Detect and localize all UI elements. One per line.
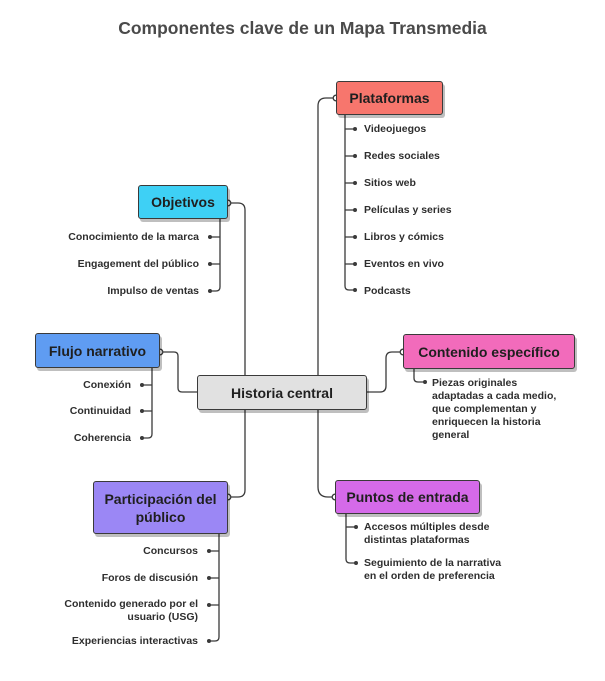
puntos-item: Seguimiento de la narrativa en el orden … (364, 557, 502, 582)
bullet-dot (208, 289, 212, 293)
participacion-item: Contenido generado por el usuario (USG) (64, 598, 198, 623)
bullet-dot (207, 576, 211, 580)
bullet-dot (208, 235, 212, 239)
plataformas-item: Podcasts (364, 285, 411, 297)
link-center-participacion (228, 410, 246, 498)
link-participacion-items (207, 534, 220, 642)
bullet-dot (207, 549, 211, 553)
bullet-dot (353, 181, 357, 185)
bullet-dot (423, 380, 427, 384)
bullet-dot (353, 208, 357, 212)
bullet-dot (354, 561, 358, 565)
plataformas-item: Videojuegos (364, 123, 427, 135)
link-puntos-items (345, 514, 356, 564)
participacion-item: Experiencias interactivas (71, 635, 198, 647)
bullet-dot (353, 127, 357, 131)
plataformas-item: Eventos en vivo (364, 258, 444, 270)
link-flujo-items (140, 368, 153, 439)
plataformas-node: Plataformas (336, 81, 443, 115)
participacion-item: Concursos (143, 545, 198, 557)
link-contenido-items (413, 369, 425, 383)
bullet-dot (140, 409, 144, 413)
link-objetivos-items (208, 219, 221, 292)
bullet-dot (353, 235, 357, 239)
contenido-node-label: Contenido específico (418, 343, 560, 360)
participacion-item: Foros de discusión (101, 572, 198, 584)
flujo-node: Flujo narrativo (35, 333, 160, 368)
plataformas-item: Redes sociales (364, 150, 440, 162)
contenido-item: Piezas originales adaptadas a cada medio… (432, 377, 557, 441)
center-node: Historia central (197, 375, 367, 410)
center-node-label: Historia central (231, 384, 333, 401)
plataformas-item: Películas y series (364, 204, 452, 216)
participacion-node: Participación del público (93, 481, 228, 534)
flujo-item: Coherencia (73, 432, 131, 444)
plataformas-node-label: Plataformas (349, 90, 430, 106)
flujo-item: Conexión (83, 379, 131, 391)
bullet-dot (207, 639, 211, 643)
puntos-item: Accesos múltiples desde distintas plataf… (364, 521, 490, 546)
contenido-node: Contenido específico (403, 334, 575, 369)
participacion-node-label: Participación del público (104, 490, 217, 525)
objetivos-item: Impulso de ventas (107, 285, 199, 297)
plataformas-item: Libros y cómics (364, 231, 444, 243)
bullet-dot (353, 288, 357, 292)
bullet-dot (354, 525, 358, 529)
bullet-dot (140, 436, 144, 440)
puntos-node-label: Puntos de entrada (346, 489, 469, 505)
link-center-objetivos (228, 202, 246, 375)
objetivos-item: Conocimiento de la marca (68, 231, 199, 243)
bullet-dot (353, 262, 357, 266)
plataformas-item: Sitios web (364, 177, 416, 189)
bullet-dot (353, 154, 357, 158)
objetivos-node-label: Objetivos (151, 194, 215, 210)
puntos-node: Puntos de entrada (335, 480, 480, 514)
link-center-contenido (367, 351, 403, 393)
link-center-puntos (317, 410, 335, 498)
bullet-dot (140, 383, 144, 387)
objetivos-node: Objetivos (138, 185, 228, 219)
flujo-item: Continuidad (69, 405, 131, 417)
bullet-dot (208, 262, 212, 266)
link-center-flujo (160, 351, 197, 393)
bullet-dot (207, 603, 211, 607)
diagram-title: Componentes clave de un Mapa Transmedia (118, 18, 487, 38)
link-plataformas-items (344, 115, 355, 291)
objetivos-item: Engagement del público (77, 258, 199, 270)
flujo-node-label: Flujo narrativo (48, 342, 147, 359)
link-center-plataformas (317, 97, 336, 375)
